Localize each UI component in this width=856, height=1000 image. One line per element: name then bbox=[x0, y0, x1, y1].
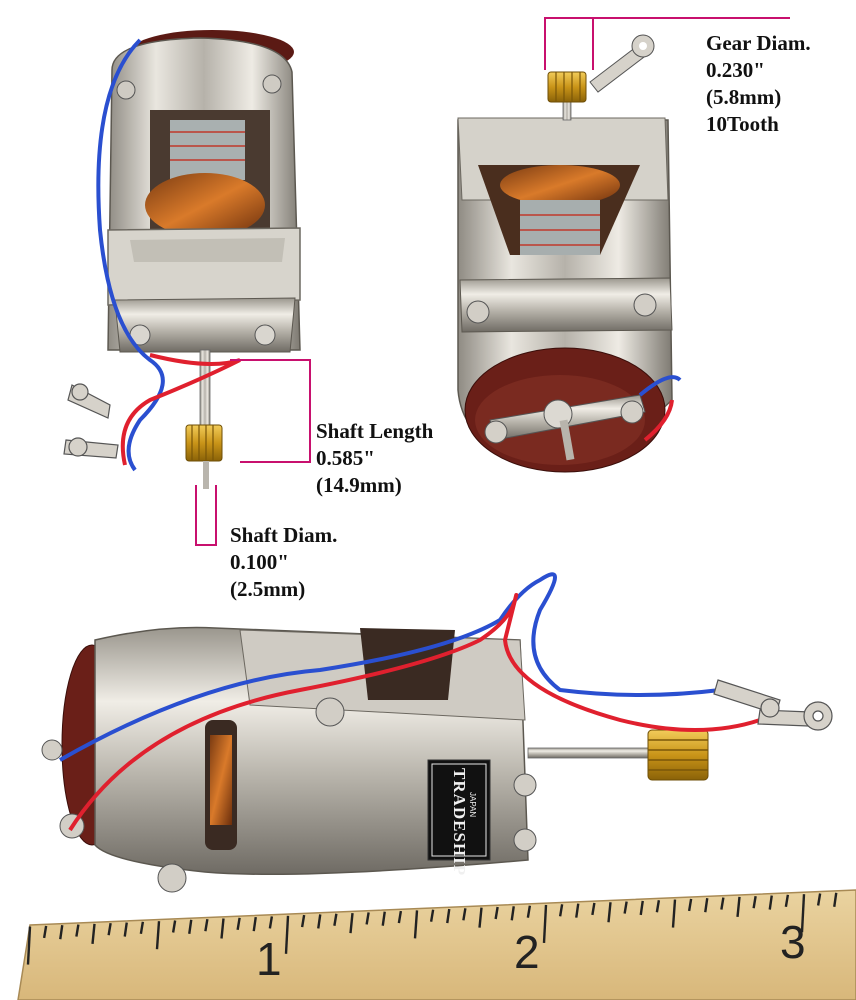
ruler-tick bbox=[284, 915, 290, 954]
ruler-tick bbox=[784, 894, 790, 908]
ruler-tick bbox=[123, 922, 128, 937]
ruler-tick bbox=[317, 914, 322, 929]
brand-plate: TRADESHIP JAPAN bbox=[427, 759, 491, 876]
ruler-tick bbox=[720, 897, 725, 910]
gear-diam-title: Gear Diam. bbox=[706, 31, 811, 55]
ruler-tick bbox=[655, 900, 661, 913]
ruler-tick bbox=[575, 903, 580, 918]
motor-top-left bbox=[63, 30, 301, 489]
shaft-diam-inch: 0.100" bbox=[230, 550, 289, 574]
ruler-tick bbox=[91, 923, 96, 945]
shaft-diam-title: Shaft Diam. bbox=[230, 523, 338, 547]
motor-top-right bbox=[457, 34, 682, 473]
ruler-tick bbox=[558, 904, 564, 917]
ruler-tick bbox=[833, 892, 838, 907]
ruler-tick bbox=[188, 919, 193, 935]
ruler-tick bbox=[333, 913, 338, 926]
ruler-tick bbox=[220, 918, 225, 939]
shaft-length-mm: (14.9mm) bbox=[316, 473, 402, 497]
ruler-tick bbox=[639, 900, 644, 916]
ruler-tick bbox=[59, 925, 64, 940]
gear-tooth-count: 10Tooth bbox=[706, 112, 779, 136]
ruler-tick bbox=[155, 921, 161, 950]
shaft-length-inch: 0.585" bbox=[316, 446, 375, 470]
shaft-diam-label: Shaft Diam. 0.100" (2.5mm) bbox=[230, 522, 337, 603]
ruler-number-2: 2 bbox=[514, 926, 540, 978]
ruler-tick bbox=[446, 908, 451, 924]
ruler-tick bbox=[591, 902, 596, 916]
ruler-tick bbox=[816, 893, 822, 906]
ruler-tick bbox=[768, 895, 773, 910]
ruler-tick bbox=[26, 926, 32, 965]
ruler-tick bbox=[107, 923, 112, 936]
ruler-tick bbox=[429, 909, 435, 922]
ruler-tick bbox=[800, 894, 806, 933]
ruler-tick bbox=[300, 914, 306, 928]
ruler-tick bbox=[736, 896, 741, 917]
ruler-tick bbox=[268, 916, 274, 929]
ruler-tick bbox=[365, 912, 370, 925]
ruler-tick bbox=[75, 924, 80, 937]
motor-bottom: TRADESHIP JAPAN bbox=[41, 572, 833, 893]
ruler-tick bbox=[526, 905, 532, 918]
ruler-tick bbox=[204, 918, 209, 932]
ruler-tick bbox=[462, 908, 467, 921]
gear-diam-line bbox=[544, 17, 790, 70]
gear-diam-mm: (5.8mm) bbox=[706, 85, 782, 109]
shaft-diam-line bbox=[195, 485, 217, 546]
ruler-tick bbox=[397, 910, 403, 924]
ruler-tick bbox=[704, 898, 709, 913]
ruler-tick bbox=[607, 902, 612, 923]
ruler-tick bbox=[623, 901, 628, 914]
shaft-length-title: Shaft Length bbox=[316, 419, 434, 443]
ruler-tick bbox=[171, 920, 177, 933]
ruler-tick bbox=[236, 917, 241, 931]
shaft-length-label: Shaft Length 0.585" (14.9mm) bbox=[316, 418, 433, 499]
ruler-tick bbox=[687, 898, 693, 912]
gear-diam-inch: 0.230" bbox=[706, 58, 765, 82]
ruler-number-1: 1 bbox=[256, 933, 282, 985]
brand-origin: JAPAN bbox=[468, 792, 477, 817]
ruler-tick bbox=[252, 916, 257, 932]
ruler-tick bbox=[494, 906, 499, 920]
gear-diam-label: Gear Diam. 0.230" (5.8mm) 10Tooth bbox=[706, 30, 811, 138]
ruler: 1 2 3 bbox=[17, 889, 856, 1000]
shaft-diam-mm: (2.5mm) bbox=[230, 577, 306, 601]
shaft-length-line bbox=[230, 359, 311, 463]
ruler-number-3: 3 bbox=[780, 916, 806, 968]
ruler-tick bbox=[752, 896, 757, 909]
ruler-tick bbox=[510, 906, 515, 921]
annotation-lines bbox=[195, 17, 790, 546]
brand-name: TRADESHIP bbox=[450, 768, 469, 876]
ruler-tick bbox=[478, 907, 483, 928]
ruler-tick bbox=[139, 921, 145, 935]
ruler-tick bbox=[381, 911, 386, 926]
ruler-tick bbox=[42, 925, 48, 939]
ruler-tick bbox=[542, 904, 548, 944]
ruler-tick bbox=[349, 912, 354, 934]
ruler-tick bbox=[413, 910, 419, 939]
ruler-tick bbox=[671, 899, 677, 928]
